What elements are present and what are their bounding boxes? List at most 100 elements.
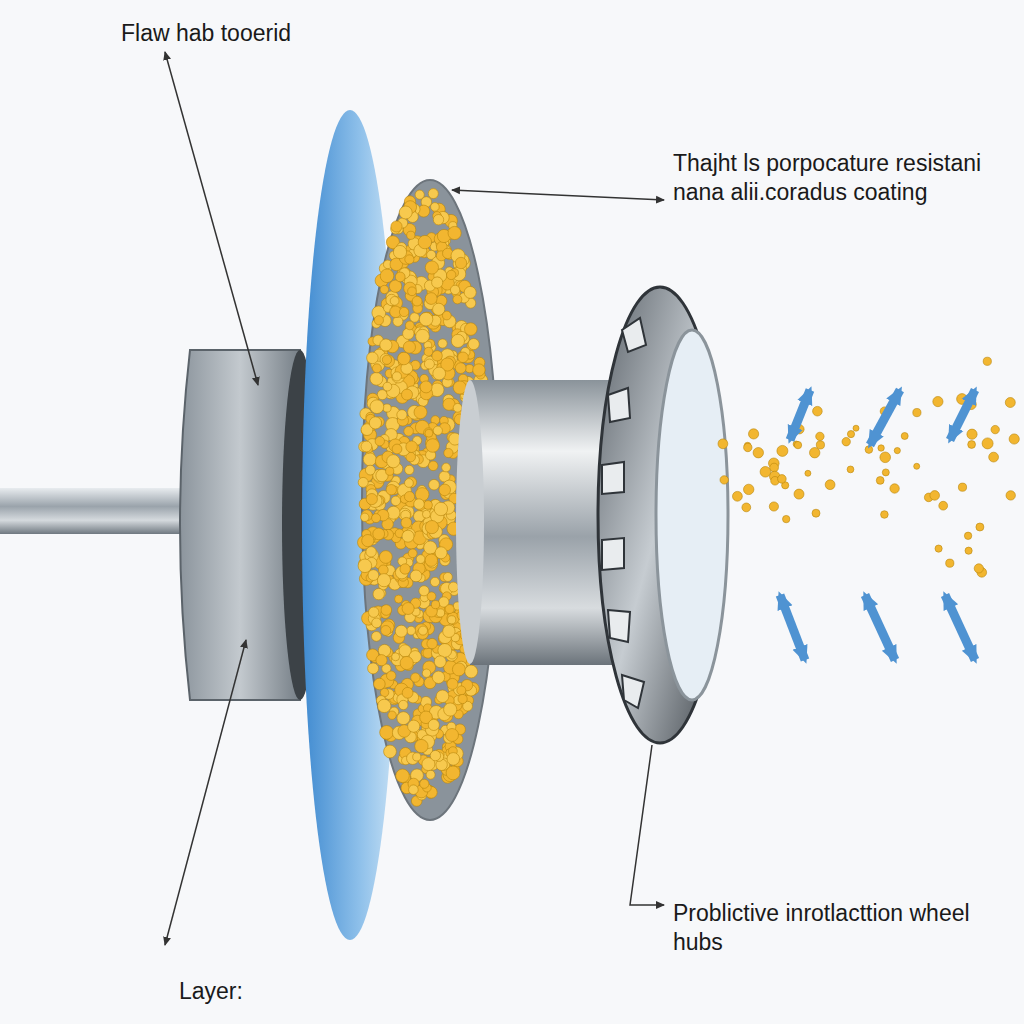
particle <box>769 502 778 511</box>
particle <box>368 663 379 674</box>
particle <box>362 535 374 547</box>
particle <box>426 770 435 779</box>
particle <box>442 311 451 320</box>
particle <box>444 448 453 457</box>
particle <box>361 513 369 521</box>
particle <box>358 477 368 487</box>
particle <box>448 226 461 239</box>
particle <box>435 547 447 559</box>
shaft <box>0 488 200 534</box>
particle <box>424 359 434 369</box>
particle <box>733 491 743 501</box>
particle <box>425 261 438 274</box>
particle <box>881 511 889 519</box>
particle <box>407 626 416 635</box>
particle <box>744 443 752 451</box>
particle <box>407 231 415 239</box>
particle <box>416 329 430 343</box>
particle <box>380 726 394 740</box>
particle <box>433 367 446 380</box>
particle <box>395 272 405 282</box>
particle <box>805 470 811 476</box>
particle <box>370 372 383 385</box>
particle <box>393 245 406 258</box>
particle <box>753 448 763 458</box>
particle <box>412 296 422 306</box>
particle <box>890 484 899 493</box>
particle <box>397 410 407 420</box>
particle <box>422 669 430 677</box>
particle <box>976 523 984 531</box>
particle <box>382 355 394 367</box>
particle <box>749 429 759 439</box>
particle <box>402 687 413 698</box>
particle <box>406 441 418 453</box>
ring-teeth <box>602 318 646 708</box>
particle <box>967 429 977 439</box>
particle <box>432 671 444 683</box>
particle <box>444 703 457 716</box>
particle <box>847 466 854 473</box>
particle <box>439 484 451 496</box>
particle <box>358 559 372 573</box>
particle <box>428 189 438 199</box>
particle <box>414 406 427 419</box>
particle <box>399 206 412 219</box>
particle <box>431 601 439 609</box>
particle <box>430 577 439 586</box>
particle <box>425 521 438 534</box>
particle <box>449 582 459 592</box>
particle <box>453 403 462 412</box>
particle <box>880 452 891 463</box>
particle <box>403 341 415 353</box>
particle <box>380 269 394 283</box>
particle <box>465 365 473 373</box>
particle <box>434 502 447 515</box>
particle <box>468 339 479 350</box>
particle <box>380 285 388 293</box>
particle <box>414 499 425 510</box>
particle <box>842 438 850 446</box>
particle <box>432 277 443 288</box>
particle <box>718 439 728 449</box>
particle <box>419 586 429 596</box>
particle <box>361 441 372 452</box>
particle <box>377 390 387 400</box>
particle <box>380 339 392 351</box>
particle-spray <box>718 357 1019 577</box>
particle <box>428 461 438 471</box>
particle <box>400 564 410 574</box>
particle <box>392 372 401 381</box>
particle <box>432 351 442 361</box>
particle <box>424 347 433 356</box>
arrow <box>865 595 895 660</box>
particle <box>810 448 820 458</box>
particle <box>465 665 478 678</box>
particle <box>424 501 433 510</box>
particle <box>369 417 381 429</box>
particle <box>372 618 382 628</box>
particle <box>372 364 381 373</box>
particle <box>930 491 940 501</box>
particle <box>933 397 943 407</box>
particle <box>377 574 390 587</box>
particle <box>453 295 462 304</box>
particle <box>418 235 431 248</box>
particle <box>744 484 754 494</box>
particle <box>445 605 454 614</box>
particle <box>401 517 412 528</box>
particle <box>395 595 403 603</box>
particle <box>383 404 391 412</box>
particle <box>390 297 399 306</box>
particle <box>381 626 391 636</box>
particle <box>447 753 460 766</box>
particle <box>946 559 954 567</box>
particle <box>422 510 430 518</box>
arrow <box>870 390 900 445</box>
particle <box>372 632 382 642</box>
particle <box>365 465 375 475</box>
particle <box>410 570 422 582</box>
particle <box>816 432 824 440</box>
particle <box>825 480 835 490</box>
particle <box>436 690 449 703</box>
